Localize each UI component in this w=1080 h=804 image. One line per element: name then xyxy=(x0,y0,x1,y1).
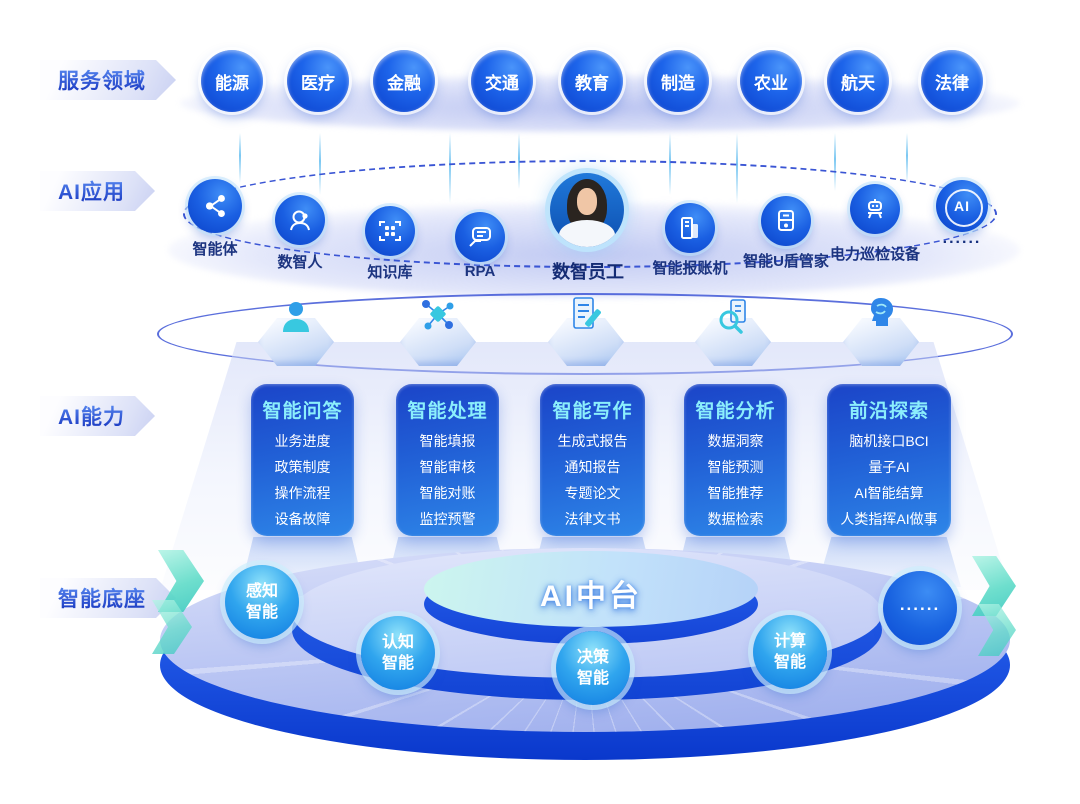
connector-line xyxy=(239,133,241,183)
card-item: 智能推荐 xyxy=(707,485,764,501)
app-label-agent: 智能体 xyxy=(192,241,238,258)
service-circle-label: 航天 xyxy=(841,73,875,93)
app-label-inspection: 电力巡检设备 xyxy=(829,246,921,263)
app-label-ushield: 智能U盾管家 xyxy=(743,253,829,270)
ushield-icon xyxy=(761,196,811,246)
reimbursement-machine-icon xyxy=(665,203,715,253)
card-item: 脑机接口BCI xyxy=(849,433,929,449)
avatar-face xyxy=(577,188,597,215)
qa-person-icon xyxy=(276,296,316,336)
section-chip-ai-apps: AI应用 xyxy=(40,171,155,211)
service-circle-label: 医疗 xyxy=(301,73,335,93)
section-chip-service-domains: 服务领域 xyxy=(40,60,176,100)
service-circle-label: 交通 xyxy=(485,73,519,93)
app-label-rpa: RPA xyxy=(464,263,496,280)
service-circle-law: 法律 xyxy=(921,50,983,112)
card-title: 智能处理 xyxy=(407,401,488,422)
section-chip-ai-capabilities: AI能力 xyxy=(40,396,155,436)
service-circle-label: 法律 xyxy=(935,73,969,93)
card-item: 通知报告 xyxy=(564,459,621,475)
capability-card-frontier: 前沿探索 脑机接口BCI 量子AI AI智能结算 人类指挥AI做事 xyxy=(827,384,951,536)
card-item: 数据洞察 xyxy=(707,433,764,449)
capability-card-analysis: 智能分析 数据洞察 智能预测 智能推荐 数据检索 xyxy=(684,384,787,536)
section-chip-label: 服务领域 xyxy=(58,65,146,95)
connector-line xyxy=(906,133,908,183)
digital-employee-avatar xyxy=(550,173,624,247)
knowledge-base-icon xyxy=(365,206,415,256)
connector-line xyxy=(834,133,836,191)
ai-badge-text: AI xyxy=(954,198,970,214)
section-chip-label: AI能力 xyxy=(58,401,125,431)
analysis-magnifier-icon xyxy=(713,296,753,336)
card-item: 业务进度 xyxy=(274,433,331,449)
platform-top-disk-surface xyxy=(424,551,758,627)
service-circle-transport: 交通 xyxy=(471,50,533,112)
app-label-reimbursement: 智能报账机 xyxy=(652,260,728,277)
base-node-decision: 决策智能 xyxy=(556,631,630,705)
section-chip-label: AI应用 xyxy=(58,176,125,206)
card-item: 专题论文 xyxy=(564,485,621,501)
digital-human-icon xyxy=(275,195,325,245)
base-node-label: 感知智能 xyxy=(245,583,278,621)
power-inspection-robot-icon xyxy=(850,184,900,234)
card-item: 操作流程 xyxy=(274,485,331,501)
app-label-knowledge-base: 知识库 xyxy=(367,264,413,281)
card-title: 智能问答 xyxy=(262,401,343,422)
apps-more-dots: ...... xyxy=(942,230,982,247)
service-circle-label: 金融 xyxy=(387,73,421,93)
service-circle-energy: 能源 xyxy=(201,50,263,112)
base-node-perception: 感知智能 xyxy=(225,565,299,639)
connector-line xyxy=(319,133,321,195)
capability-card-processing: 智能处理 智能填报 智能审核 智能对账 监控预警 xyxy=(396,384,499,536)
card-item: 监控预警 xyxy=(419,511,476,527)
section-chip-ai-base: 智能底座 xyxy=(40,578,176,618)
card-item: 智能审核 xyxy=(419,459,476,475)
frontier-brain-icon xyxy=(861,294,901,334)
base-node-cognition: 认知智能 xyxy=(361,616,435,690)
card-title: 前沿探索 xyxy=(848,401,929,422)
capability-card-writing: 智能写作 生成式报告 通知报告 专题论文 法律文书 xyxy=(540,384,645,536)
service-circle-manufacturing: 制造 xyxy=(647,50,709,112)
writing-doc-icon xyxy=(566,294,606,334)
service-circle-agriculture: 农业 xyxy=(740,50,802,112)
card-title: 智能写作 xyxy=(552,401,633,422)
base-node-label: 计算智能 xyxy=(773,633,806,671)
service-circle-aerospace: 航天 xyxy=(827,50,889,112)
base-node-label: 认知智能 xyxy=(381,634,414,672)
card-item: 法律文书 xyxy=(564,511,621,527)
card-item: 智能预测 xyxy=(707,459,764,475)
card-title: 智能分析 xyxy=(695,401,776,422)
service-circle-label: 教育 xyxy=(575,73,609,93)
card-item: 数据检索 xyxy=(707,511,764,527)
service-circle-label: 制造 xyxy=(661,73,695,93)
service-circle-finance: 金融 xyxy=(373,50,435,112)
app-label-digital-human: 数智人 xyxy=(277,254,323,271)
card-item: 政策制度 xyxy=(274,459,331,475)
card-item: 设备故障 xyxy=(274,511,331,527)
base-node-more: ...... xyxy=(883,571,957,645)
service-circle-medical: 医疗 xyxy=(287,50,349,112)
service-circle-label: 农业 xyxy=(754,73,788,93)
platform-title: AI中台 xyxy=(540,580,642,613)
card-item: 人类指挥AI做事 xyxy=(840,511,938,527)
app-label-digital-employee: 数智员工 xyxy=(552,262,624,282)
service-circle-label: 能源 xyxy=(215,73,249,93)
processing-network-icon xyxy=(418,294,458,334)
base-node-label: 决策智能 xyxy=(576,649,609,687)
card-item: 量子AI xyxy=(868,459,910,475)
service-circle-education: 教育 xyxy=(561,50,623,112)
rpa-chat-icon xyxy=(455,212,505,262)
agent-network-icon xyxy=(188,179,242,233)
card-item: AI智能结算 xyxy=(854,485,924,501)
card-item: 智能对账 xyxy=(419,485,476,501)
card-item: 智能填报 xyxy=(419,433,476,449)
base-node-more-dots: ...... xyxy=(899,594,941,614)
base-node-computing: 计算智能 xyxy=(753,615,827,689)
card-item: 生成式报告 xyxy=(557,433,628,449)
capability-card-qa: 智能问答 业务进度 政策制度 操作流程 设备故障 xyxy=(251,384,354,536)
ai-badge-icon: AI xyxy=(936,180,988,232)
avatar-shirt xyxy=(559,220,615,247)
section-chip-label: 智能底座 xyxy=(58,583,146,613)
apps-dashed-orbit-ellipse xyxy=(183,160,997,268)
